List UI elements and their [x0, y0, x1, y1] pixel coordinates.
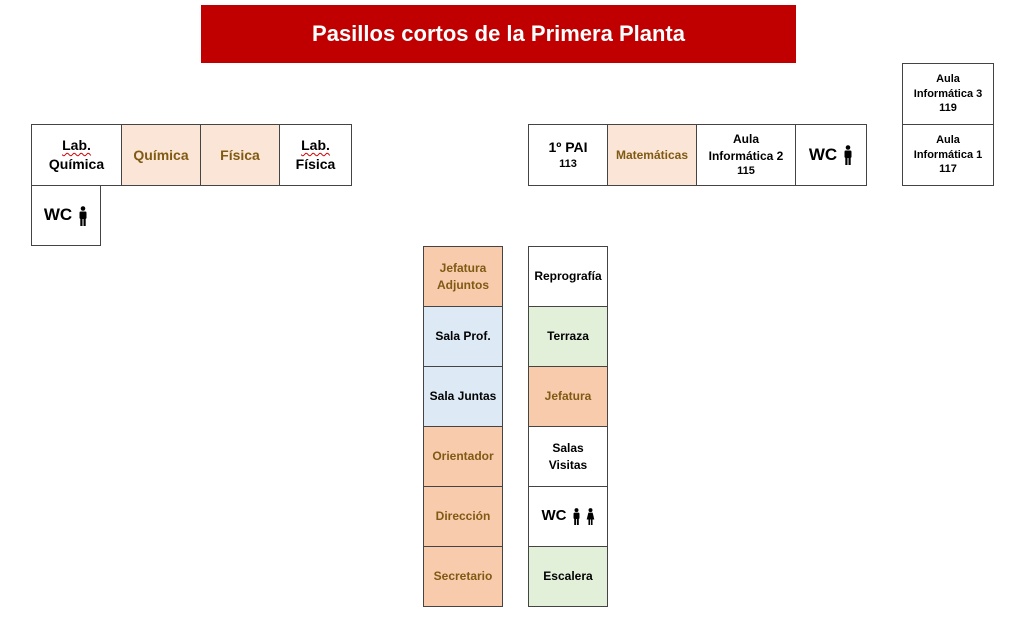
room-aula-1-line1: Aula	[936, 133, 960, 146]
room-secretario-label: Secretario	[433, 569, 493, 584]
room-salas-visitas-line2: Visitas	[548, 457, 588, 472]
room-terraza-label: Terraza	[547, 329, 589, 344]
man-icon	[79, 205, 87, 226]
wc-left-group: WC	[44, 204, 88, 227]
room-secretario: Secretario	[423, 546, 503, 607]
room-aula-3-line2: Informática 3	[913, 87, 983, 100]
room-lab-quimica: Lab. Química	[31, 124, 122, 186]
man-icon	[844, 145, 852, 165]
room-lab-fisica-line1: Lab.	[301, 137, 330, 154]
room-terraza: Terraza	[528, 306, 608, 367]
room-lab-quimica-line1: Lab.	[62, 137, 91, 154]
room-aula-informatica-3: Aula Informática 3 119	[902, 63, 994, 125]
room-sala-prof-label: Sala Prof.	[435, 329, 491, 344]
room-wc-center: WC	[528, 486, 608, 547]
room-direccion: Dirección	[423, 486, 503, 547]
room-aula-2-line1: Aula	[732, 132, 759, 147]
room-reprografia-label: Reprografía	[534, 269, 602, 284]
room-aula-informatica-1: Aula Informática 1 117	[902, 124, 994, 186]
room-orientador: Orientador	[423, 426, 503, 487]
room-escalera: Escalera	[528, 546, 608, 607]
room-aula-2-number: 115	[737, 164, 755, 177]
wc-left-label: WC	[43, 205, 73, 225]
woman-icon	[586, 508, 594, 525]
room-fisica: Física	[200, 124, 280, 186]
room-sala-juntas: Sala Juntas	[423, 366, 503, 427]
wc-right-label: WC	[808, 144, 838, 164]
room-aula-3-number: 119	[939, 102, 957, 115]
room-lab-fisica-line2: Física	[295, 156, 336, 172]
page-title: Pasillos cortos de la Primera Planta	[201, 5, 796, 63]
room-jefatura-adjuntos-line2: Adjuntos	[437, 277, 489, 292]
room-aula-1-line2: Informática 1	[913, 148, 983, 161]
room-escalera-label: Escalera	[543, 569, 593, 584]
room-lab-quimica-line2: Química	[48, 156, 105, 172]
room-jefatura-adjuntos: Jefatura Adjuntos	[423, 246, 503, 307]
room-aula-informatica-2: Aula Informática 2 115	[696, 124, 796, 186]
room-jefatura-adjuntos-line1: Jefatura	[439, 261, 487, 276]
room-quimica: Química	[121, 124, 201, 186]
wc-right-group: WC	[809, 144, 853, 167]
room-salas-visitas-line1: Salas	[552, 441, 584, 456]
room-fisica-label: Física	[220, 146, 260, 163]
room-wc-right: WC	[795, 124, 867, 186]
man-icon	[573, 508, 579, 525]
room-1-pai-name: 1º PAI	[548, 139, 588, 156]
wc-center-group: WC	[542, 506, 595, 526]
room-jefatura-label: Jefatura	[544, 389, 592, 404]
wc-center-label: WC	[541, 507, 567, 525]
room-jefatura: Jefatura	[528, 366, 608, 427]
room-reprografia: Reprografía	[528, 246, 608, 307]
room-aula-3-line1: Aula	[936, 72, 960, 85]
room-aula-1-number: 117	[939, 163, 957, 176]
room-orientador-label: Orientador	[432, 449, 494, 464]
room-quimica-label: Química	[133, 146, 189, 163]
room-aula-2-line2: Informática 2	[708, 148, 784, 163]
room-lab-fisica: Lab. Física	[279, 124, 352, 186]
room-direccion-label: Dirección	[435, 509, 491, 524]
room-salas-visitas: Salas Visitas	[528, 426, 608, 487]
room-sala-juntas-label: Sala Juntas	[429, 389, 497, 404]
room-matematicas: Matemáticas	[607, 124, 697, 186]
room-1-pai: 1º PAI 113	[528, 124, 608, 186]
room-matematicas-label: Matemáticas	[615, 147, 689, 162]
room-sala-profesores: Sala Prof.	[423, 306, 503, 367]
room-1-pai-number: 113	[559, 158, 577, 171]
room-wc-left: WC	[31, 185, 101, 246]
